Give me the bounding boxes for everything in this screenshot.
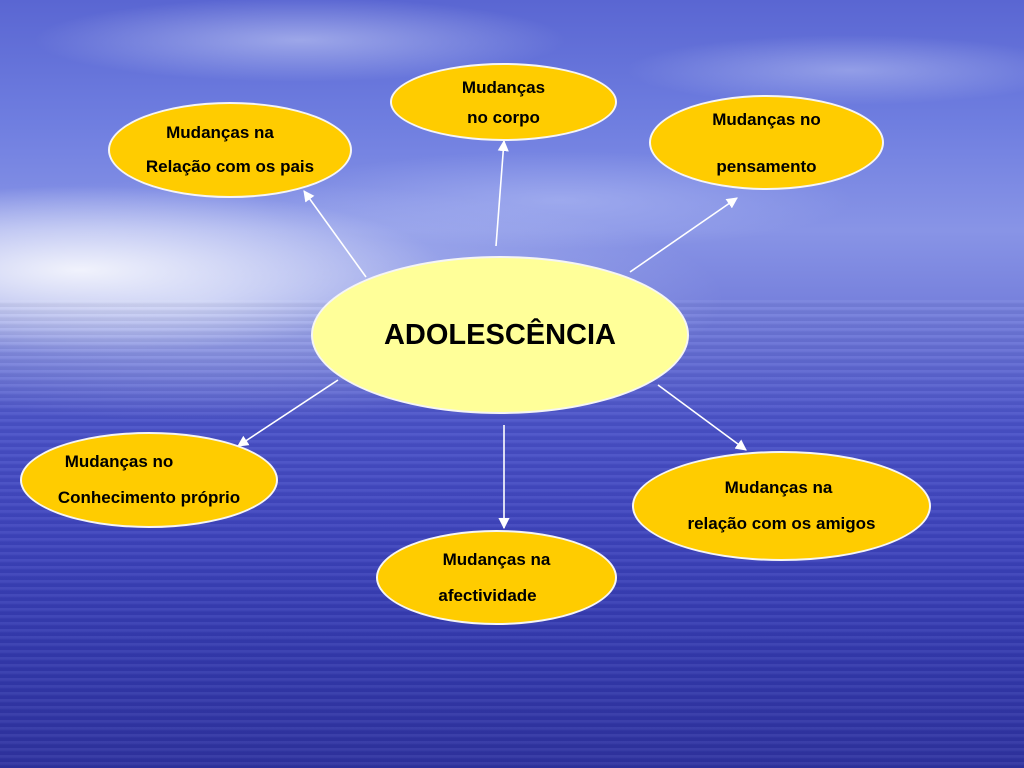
arrow-to-pais [303,190,367,278]
node-conhecimento-line-2: Conhecimento próprio [57,488,241,507]
node-corpo-line-2: no corpo [467,108,540,127]
node-afectividade-line-2: afectividade [438,585,537,605]
node-afectividade-line-1: Mudanças na [442,549,551,569]
node-pais-line-2: Relação com os pais [145,157,315,176]
arrow-to-corpo [495,139,509,247]
arrow-to-pensamento [629,197,738,273]
node-corpo-line-1: Mudanças [461,78,546,97]
node-conhecimento-line-1: Mudanças no [64,452,174,471]
node-pensamento-line-2: pensamento [716,156,817,176]
node-mudancas-pais: Mudanças na Relação com os pais [108,102,352,198]
center-node-adolescencia: ADOLESCÊNCIA [311,256,689,414]
node-amigos-line-2: relação com os amigos [687,514,876,533]
arrow-to-amigos [657,384,747,451]
node-mudancas-pensamento: Mudanças no pensamento [649,95,884,190]
arrow-to-conhecimento [237,379,339,447]
node-mudancas-conhecimento: Mudanças no Conhecimento próprio [20,432,278,528]
center-label: ADOLESCÊNCIA [383,318,616,351]
node-amigos-line-1: Mudanças na [724,478,833,497]
node-pais-line-1: Mudanças na [166,123,274,142]
node-mudancas-corpo: Mudanças no corpo [390,63,617,141]
node-mudancas-afectividade: Mudanças na afectividade [376,530,617,625]
node-pensamento-line-1: Mudanças no [712,109,821,129]
node-mudancas-amigos: Mudanças na relação com os amigos [632,451,931,561]
